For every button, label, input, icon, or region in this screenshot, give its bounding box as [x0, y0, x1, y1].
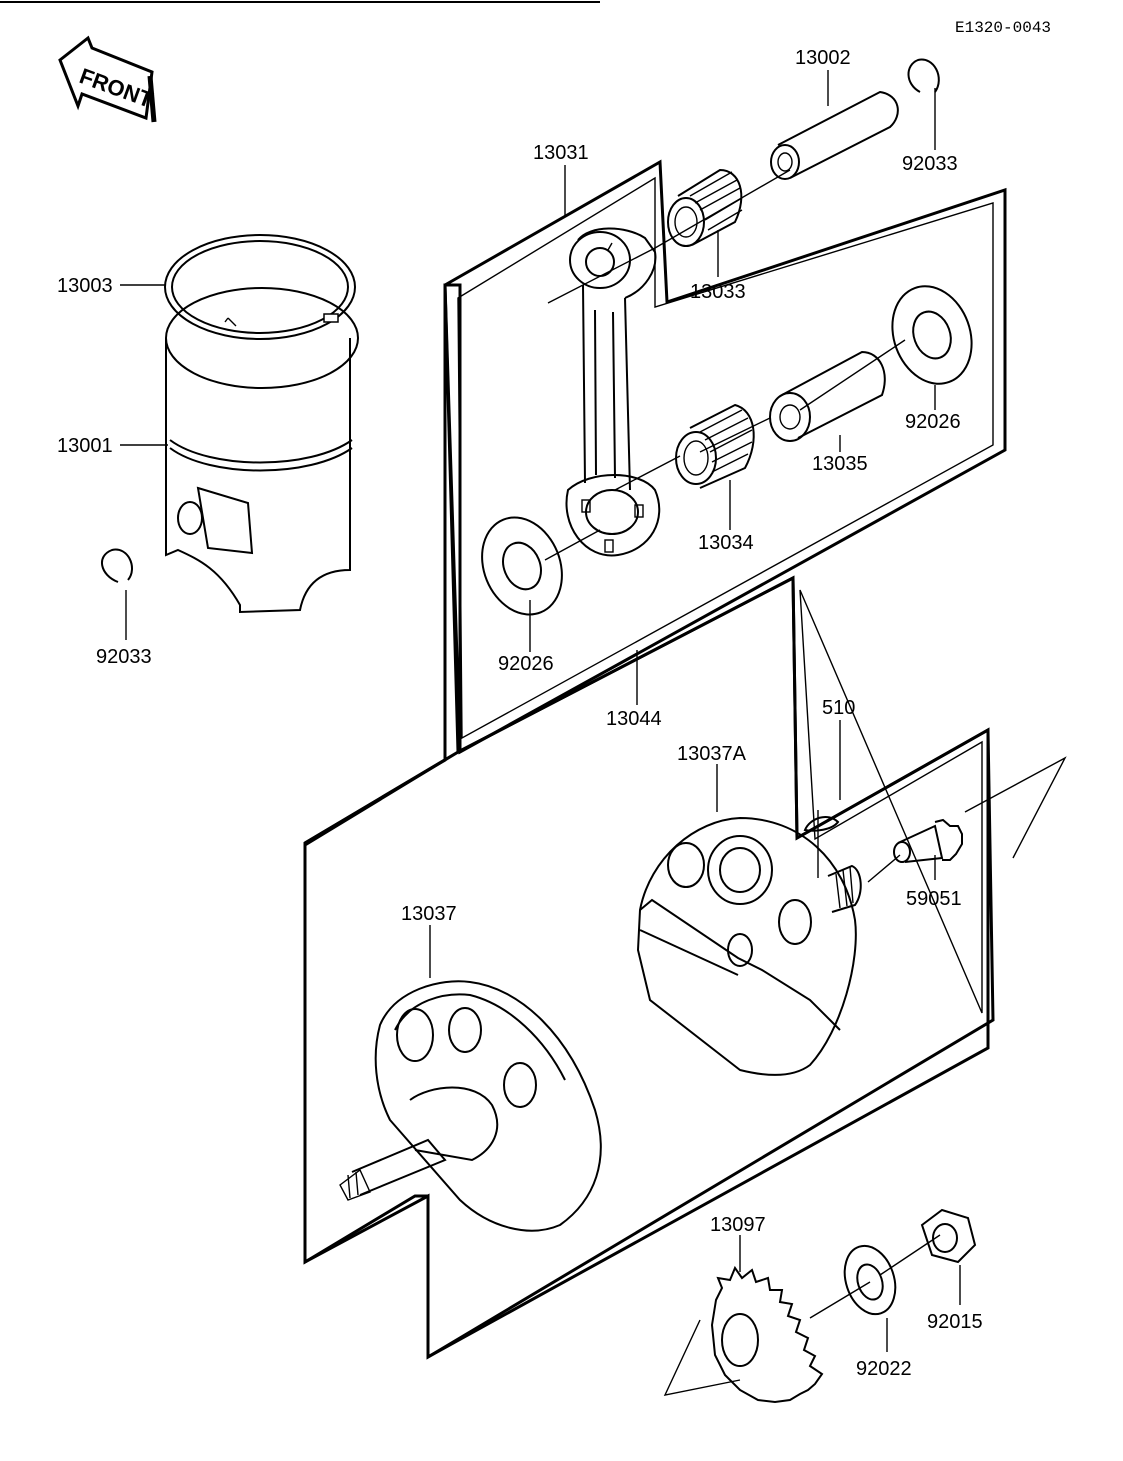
label-92033-top: 92033	[902, 153, 958, 175]
washer-92026-right	[891, 285, 973, 385]
piston-13001	[165, 287, 359, 614]
circlip-92033-top	[907, 58, 940, 93]
washer-92026-left	[481, 516, 563, 616]
gear-13097	[710, 1265, 824, 1404]
label-92033-left: 92033	[96, 646, 152, 668]
label-13033: 13033	[690, 281, 746, 303]
label-13037: 13037	[401, 903, 457, 925]
nut-92015	[920, 1208, 977, 1264]
frame-13044	[303, 283, 990, 1360]
front-arrow-icon: FRONT	[58, 35, 157, 123]
crank-pin-13035	[769, 350, 886, 442]
piston-pin-13002	[770, 90, 899, 180]
crank-half-13037	[339, 980, 602, 1232]
label-13002: 13002	[795, 47, 851, 69]
label-13037A: 13037A	[677, 743, 747, 765]
label-13044: 13044	[606, 708, 662, 730]
label-13035: 13035	[812, 453, 868, 475]
label-13001: 13001	[57, 435, 113, 457]
label-92022: 92022	[856, 1358, 912, 1380]
washer-92022	[843, 1244, 897, 1316]
label-92026-right: 92026	[905, 411, 961, 433]
piston-ring-13003	[164, 234, 356, 340]
key-510	[803, 815, 840, 832]
crank-half-13037A	[636, 816, 862, 1076]
label-510: 510	[822, 697, 855, 719]
diagram-code: E1320-0043	[955, 19, 1051, 37]
label-13031: 13031	[533, 142, 589, 164]
needle-bearing-13034	[675, 403, 755, 489]
needle-bearing-13033	[667, 168, 743, 247]
circlip-92033-left	[101, 548, 133, 583]
label-13097: 13097	[710, 1214, 766, 1236]
label-13034: 13034	[698, 532, 754, 554]
pinion-59051	[893, 818, 963, 863]
label-92026-left: 92026	[498, 653, 554, 675]
connecting-rod	[565, 227, 661, 557]
label-92015: 92015	[927, 1311, 983, 1333]
label-59051: 59051	[906, 888, 962, 910]
label-13003: 13003	[57, 275, 113, 297]
